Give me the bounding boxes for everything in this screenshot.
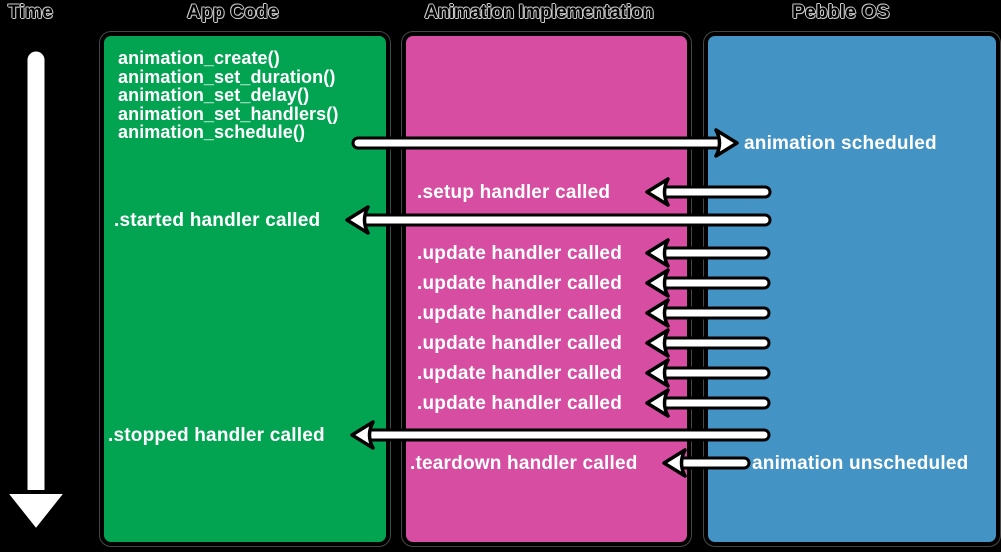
implementation-column-header: Animation Implementation [424, 2, 654, 23]
call-animation-set-duration: animation_set_duration() [118, 66, 336, 87]
call-animation-set-handlers: animation_set_handlers() [118, 103, 339, 124]
animation-unscheduled-label: animation unscheduled [752, 453, 969, 474]
update-handler-label: .update handler called [417, 243, 623, 264]
setup-handler-label: .setup handler called [417, 182, 611, 203]
stopped-handler-label: .stopped handler called [108, 425, 325, 446]
teardown-handler-label: .teardown handler called [410, 453, 638, 474]
app-code-column-header: App Code [186, 2, 280, 23]
time-column-header: Time [8, 2, 54, 23]
app-code-lane-box [100, 32, 390, 546]
update-handler-label: .update handler called [417, 333, 623, 354]
time-axis-arrow [3, 47, 69, 533]
app-code-call-list: animation_create() animation_set_duratio… [118, 49, 338, 142]
call-animation-schedule: animation_schedule() [118, 122, 306, 142]
implementation-lane-box [402, 32, 691, 546]
update-handler-label: .update handler called [417, 303, 623, 324]
call-animation-create: animation_create() [118, 48, 280, 68]
pebble-os-column-header: Pebble OS [792, 2, 890, 23]
update-handler-label: .update handler called [417, 393, 623, 414]
call-animation-set-delay: animation_set_delay() [118, 85, 310, 105]
update-handler-label: .update handler called [417, 363, 623, 384]
started-handler-label: .started handler called [114, 210, 321, 231]
update-handler-label: .update handler called [417, 273, 623, 294]
animation-scheduled-label: animation scheduled [744, 133, 937, 154]
